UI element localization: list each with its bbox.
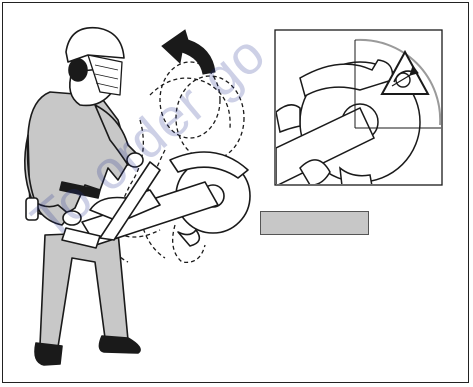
rotation-arrow-icon [162,30,215,74]
caption-placeholder-box [260,211,369,235]
detail-inset [275,30,442,186]
